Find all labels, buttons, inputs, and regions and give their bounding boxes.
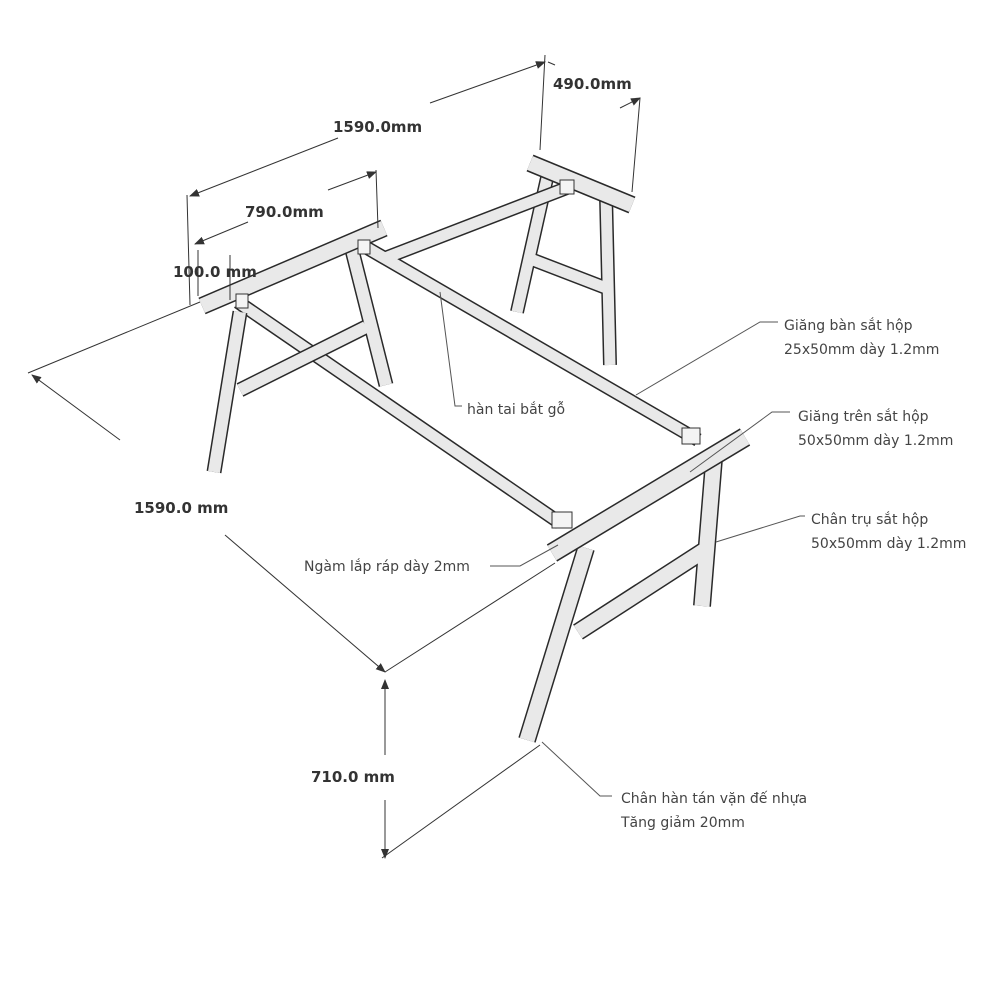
dimension-depth: 490.0mm (553, 75, 632, 93)
note-rail: Giăng bàn sắt hộp 25x50mm dày 1.2mm (784, 314, 939, 362)
note-rail-line1: Giăng bàn sắt hộp (784, 318, 913, 334)
note-top-beam-line2: 50x50mm dày 1.2mm (798, 433, 954, 449)
dimension-half-length: 790.0mm (245, 203, 324, 221)
note-weld-tab: hàn tai bắt gỗ (467, 402, 566, 418)
note-rail-line2: 25x50mm dày 1.2mm (784, 342, 940, 358)
note-foot-line2: Tăng giảm 20mm (621, 815, 745, 831)
back-right-end-frame (510, 154, 636, 366)
note-leg-line1: Chân trụ sắt hộp (811, 512, 929, 528)
joint-plates (235, 179, 701, 529)
dimension-lines (27, 54, 641, 859)
rails (234, 179, 702, 529)
dimension-height: 710.0 mm (311, 768, 395, 786)
note-top-beam-line1: Giăng trên sắt hộp (798, 409, 929, 425)
note-leg: Chân trụ sắt hộp 50x50mm dày 1.2mm (811, 508, 966, 556)
note-foot: Chân hàn tán vặn đế nhựa Tăng giảm 20mm (621, 787, 807, 835)
dimension-overall-length-top: 1590.0mm (333, 118, 423, 136)
dimension-overall-length-side: 1590.0 mm (134, 499, 229, 517)
note-leg-line2: 50x50mm dày 1.2mm (811, 536, 967, 552)
note-joint: Ngàm lắp ráp dày 2mm (304, 559, 470, 575)
dimension-overhang: 100.0 mm (173, 263, 257, 281)
note-foot-line1: Chân hàn tán vặn đế nhựa (621, 791, 808, 807)
front-right-end-frame (518, 428, 751, 743)
note-top-beam: Giăng trên sắt hộp 50x50mm dày 1.2mm (798, 405, 953, 453)
left-end-frame (198, 219, 394, 474)
leader-lines (439, 291, 805, 797)
